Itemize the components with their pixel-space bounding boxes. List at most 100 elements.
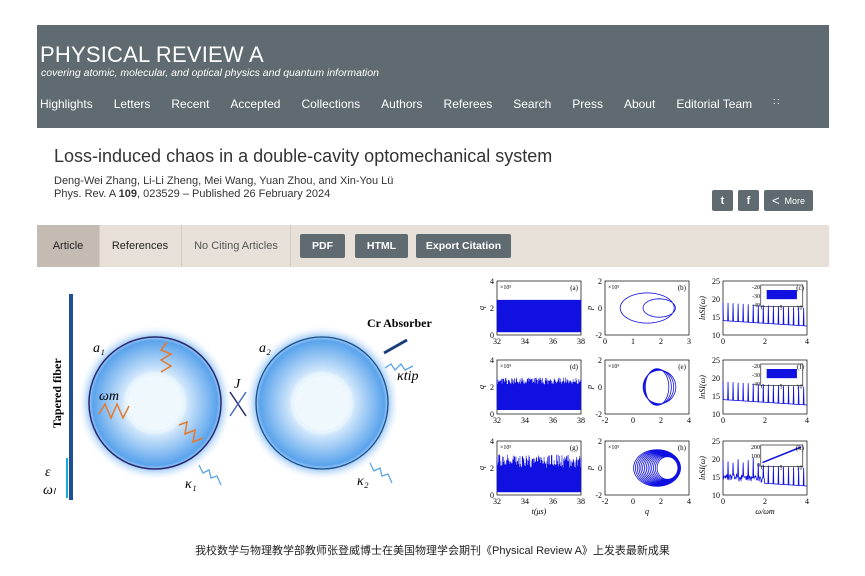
nav-collections[interactable]: Collections [301,97,360,111]
mode-a2-label: a₂ [259,341,271,356]
y-tick-label: 20 [712,295,720,304]
inset-ytick: -20 [752,285,760,291]
scale-label: ×10⁵ [608,364,619,370]
journal-header: PHYSICAL REVIEW A covering atomic, molec… [37,25,829,128]
journal-title[interactable]: PHYSICAL REVIEW A [40,42,264,68]
y-tick-label: 2 [490,383,494,392]
y-axis-label: q [480,306,486,310]
panel-label: (h) [678,444,687,452]
plot-series [497,300,581,332]
dynamics-plots: 32343638024(a)×10⁵q0123-202(b)×10⁵p-20-3… [480,270,825,532]
caption: 我校数学与物理教学部教师张登威博士在美国物理学会期刊《Physical Revi… [0,542,865,558]
twitter-icon: t [721,195,725,207]
kappa-tip-label: κtip [397,369,419,384]
inset-xtick: 5 [779,466,782,472]
y-tick-label: 4 [490,437,494,446]
y-axis-label: q [480,385,486,389]
plot-series [497,378,581,410]
y-tick-label: 0 [598,383,602,392]
nav-press[interactable]: Press [572,97,603,111]
scale-label: ×10⁵ [500,445,511,451]
main-nav: Highlights Letters Recent Accepted Colle… [40,97,801,111]
x-tick-label: 0 [631,416,635,425]
export-citation-button[interactable]: Export Citation [416,234,511,258]
fiber-label: Tapered fiber [50,358,64,428]
y-axis-label: lnSI(ω) [698,375,707,399]
y-tick-label: -2 [595,331,602,340]
y-axis-label: lnSI(ω) [698,296,707,320]
x-tick-label: 4 [805,337,809,346]
x-tick-label: 2 [659,416,663,425]
rss-icon[interactable]: ∷ [773,97,779,111]
x-tick-label: 0 [603,337,607,346]
y-axis-label: lnSI(ω) [698,456,707,480]
nav-letters[interactable]: Letters [114,97,151,111]
x-tick-label: 2 [763,497,767,506]
panel-label: (a) [570,284,578,292]
inset-series [767,290,797,299]
x-tick-label: 2 [763,337,767,346]
tab-citing-articles[interactable]: No Citing Articles [182,225,291,267]
x-tick-label: 38 [577,497,585,506]
panel-label: (d) [570,363,579,371]
loss-arrow [370,463,392,483]
y-tick-label: 2 [598,356,602,365]
y-axis-label: p [585,306,594,311]
inset-xtick: 10 [796,466,802,472]
y-tick-label: 10 [712,491,720,500]
plot-panel-a: 32343638024(a)×10⁵q [480,277,585,346]
y-tick-label: 2 [490,464,494,473]
tab-article[interactable]: Article [37,225,100,267]
y-tick-label: 10 [712,331,720,340]
y-tick-label: 0 [490,331,494,340]
nav-referees[interactable]: Referees [444,97,493,111]
nav-highlights[interactable]: Highlights [40,97,93,111]
cavity-2-core [295,376,349,430]
inset-xtick: 5 [779,306,782,312]
scale-label: ×10⁵ [500,285,511,291]
loss-arrow [199,465,221,485]
x-tick-label: 0 [721,497,725,506]
plot-panel-e: -2024-202(e)×10⁵p [585,356,691,425]
x-tick-label: 4 [687,497,691,506]
y-tick-label: 2 [490,304,494,313]
y-tick-label: -2 [595,491,602,500]
share-icon: < [772,193,780,208]
scale-label: ×10⁵ [608,445,619,451]
y-tick-label: 25 [712,277,720,286]
more-share-button[interactable]: <More [764,190,813,211]
absorber-tip [384,340,407,353]
article-title: Loss-induced chaos in a double-cavity op… [54,146,552,167]
tab-references[interactable]: References [99,225,182,267]
article-authors[interactable]: Deng-Wei Zhang, Li-Li Zheng, Mei Wang, Y… [54,175,393,187]
x-tick-label: 2 [763,416,767,425]
x-tick-label: 34 [521,416,529,425]
twitter-share-button[interactable]: t [712,190,733,211]
mode-a1-label: a₁ [93,341,105,356]
inset-xtick: 10 [796,306,802,312]
panel-label: (k) [796,444,805,452]
x-tick-label: 34 [521,497,529,506]
inset-ytick: 100 [751,454,760,460]
journal-abbrev: Phys. Rev. A [54,188,119,200]
nav-editorial-team[interactable]: Editorial Team [676,97,752,111]
nav-authors[interactable]: Authors [381,97,422,111]
x-tick-label: 38 [577,337,585,346]
nav-search[interactable]: Search [513,97,551,111]
y-tick-label: 4 [490,277,494,286]
nav-recent[interactable]: Recent [171,97,209,111]
y-tick-label: 0 [490,410,494,419]
system-schematic: Tapered fiber a₁ a₂ ωm J κtip κ₁ κ₂ ε ωₗ… [37,280,457,500]
nav-accepted[interactable]: Accepted [230,97,280,111]
pdf-button[interactable]: PDF [300,234,345,258]
y-tick-label: 20 [712,455,720,464]
y-tick-label: 15 [712,473,720,482]
facebook-share-button[interactable]: f [738,190,759,211]
html-button[interactable]: HTML [355,234,408,258]
y-tick-label: 0 [598,304,602,313]
nav-about[interactable]: About [624,97,655,111]
panel-label: (c) [796,284,804,292]
plot-panel-k: 2001000051002410152025(k)lnSI(ω)ω/ωm [698,437,809,516]
y-tick-label: 20 [712,374,720,383]
y-tick-label: 0 [490,491,494,500]
